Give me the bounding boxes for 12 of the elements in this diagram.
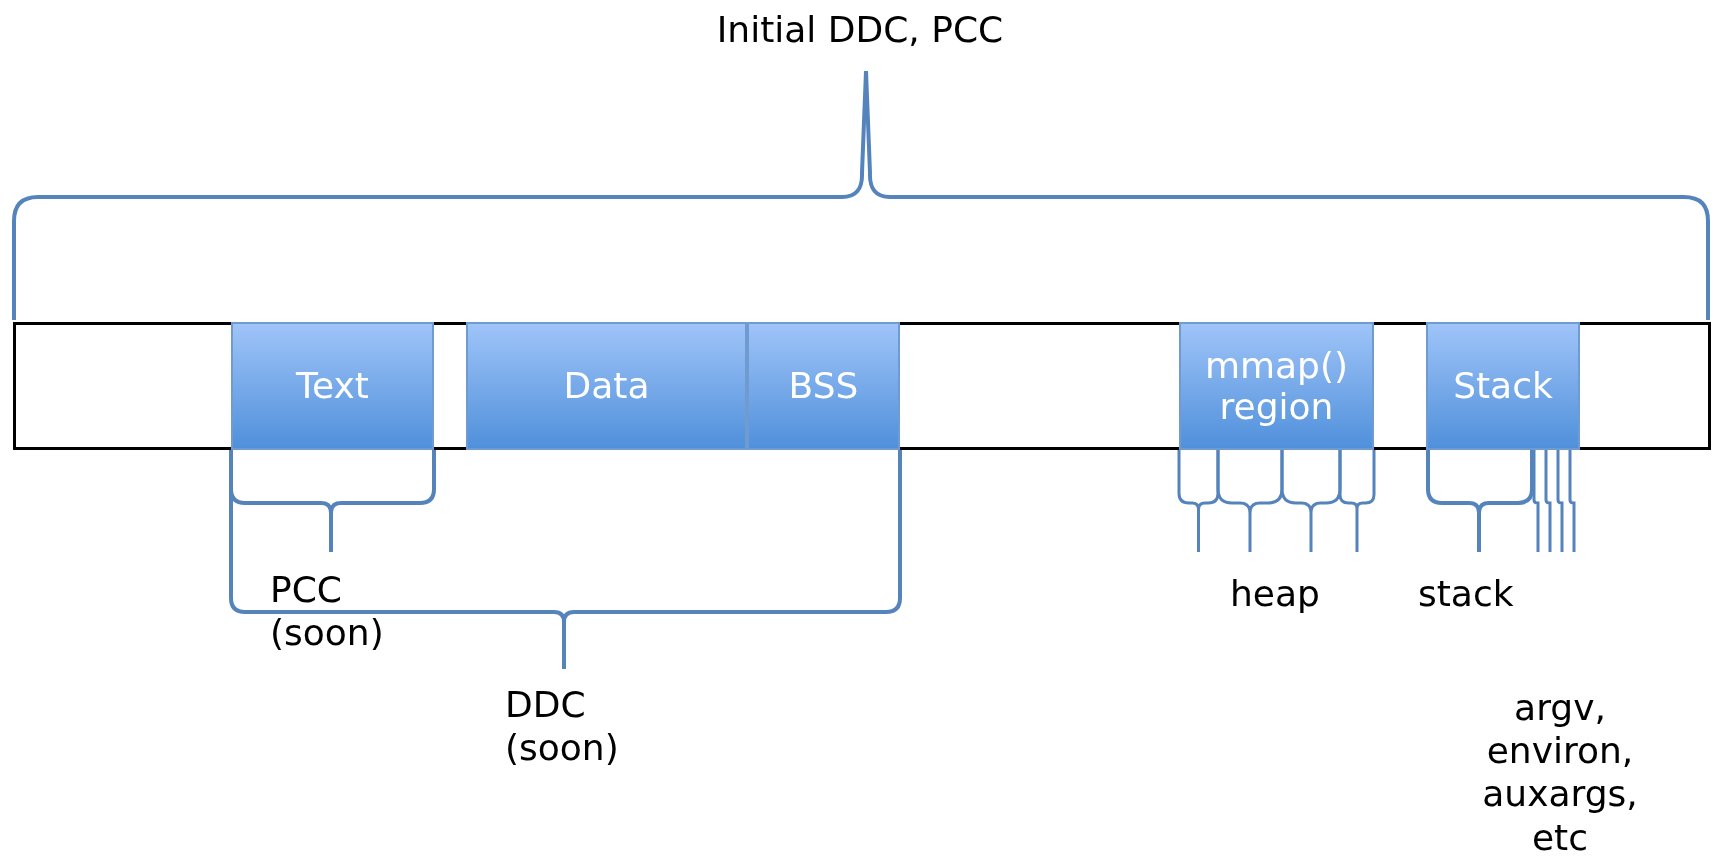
brace-label: Initial DDC, PCC: [715, 8, 1005, 52]
segment-box: BSS: [747, 322, 900, 450]
segment-box: Data: [466, 322, 747, 450]
brace-label: argv, environ, auxargs, etc: [1481, 686, 1639, 859]
brace-label: stack: [1418, 572, 1515, 616]
memory-bar: [13, 322, 1711, 450]
segment-box: Stack: [1426, 322, 1580, 450]
brace-label: PCC (soon): [270, 568, 385, 655]
segment-box: Text: [231, 322, 434, 450]
segment-box: mmap() region: [1179, 322, 1374, 450]
brace-label: heap: [1230, 572, 1321, 616]
brace-label: DDC (soon): [505, 683, 620, 770]
